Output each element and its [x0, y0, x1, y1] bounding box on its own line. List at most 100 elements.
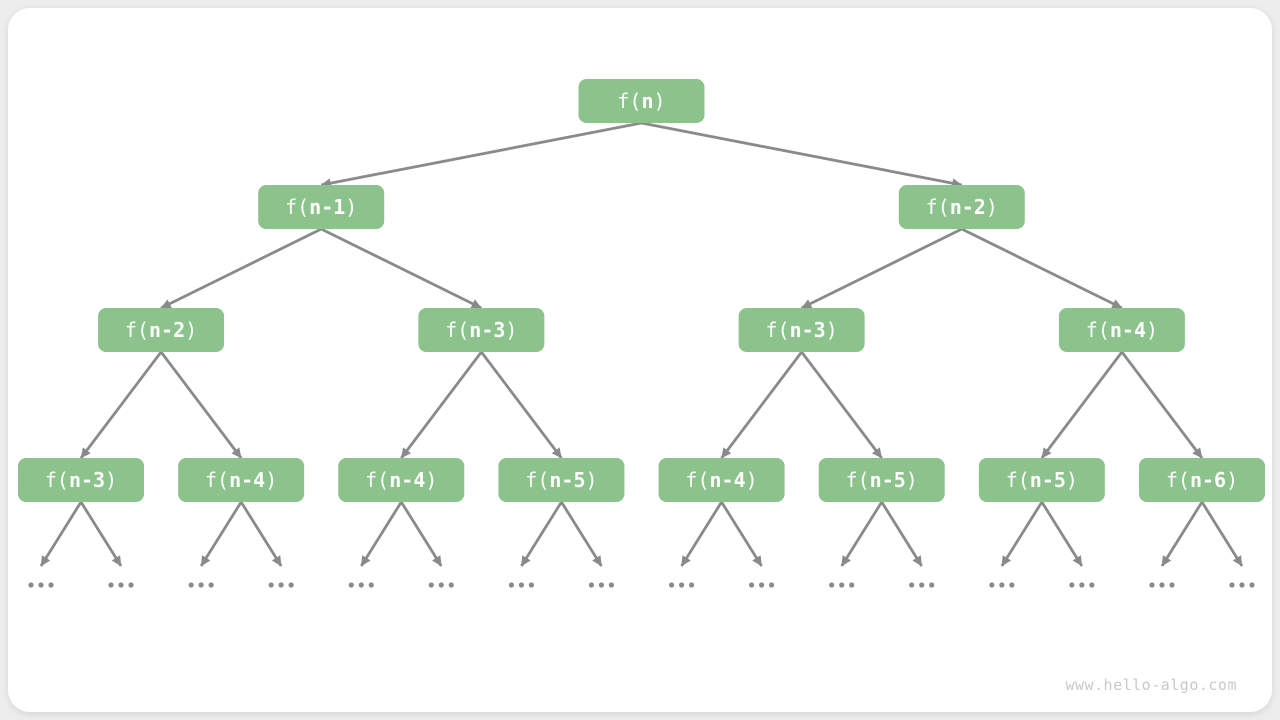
ellipsis-dot [668, 582, 675, 588]
ellipsis-dot [28, 582, 34, 588]
node-box [338, 458, 465, 502]
ellipsis-dot [929, 582, 935, 588]
edge-arrow [1040, 501, 1084, 567]
node-box [898, 185, 1025, 229]
edge-arrow [801, 227, 963, 310]
node-box [498, 458, 625, 502]
ellipsis-dot [688, 582, 695, 588]
node-label: f(n-5) [525, 468, 597, 492]
ellipsis-dot [108, 582, 114, 588]
ellipsis-dot [678, 582, 685, 588]
watermark: www.hello-algo.com [1065, 676, 1237, 694]
edge-arrow [320, 227, 482, 310]
edge-arrow [320, 121, 642, 189]
ellipsis-dot [1149, 582, 1155, 588]
node-box [18, 458, 144, 502]
ellipsis-dot [919, 582, 925, 588]
edge-arrow [720, 351, 803, 459]
ellipsis-dot [428, 582, 434, 588]
ellipsis-dot [758, 582, 765, 588]
ellipsis-dot [128, 582, 134, 588]
ellipsis-dot [368, 582, 374, 588]
edge-arrow [39, 501, 83, 567]
ellipsis-dot [508, 582, 515, 588]
node-box [258, 185, 385, 229]
ellipsis-dot [268, 582, 274, 588]
ellipsis-dot [1239, 582, 1245, 588]
ellipsis [668, 582, 695, 588]
ellipsis-dot [1249, 582, 1255, 588]
ellipsis-dot [839, 582, 845, 588]
tree-node: f(n-5) [498, 458, 625, 502]
edge-arrow [1200, 501, 1244, 567]
edge-arrow [520, 501, 563, 567]
ellipsis [108, 582, 134, 588]
ellipsis-dot [999, 582, 1005, 588]
node-label: f(n-5) [1006, 468, 1078, 492]
edge-arrow [961, 227, 1123, 310]
ellipsis-dot [1229, 582, 1235, 588]
node-label: f(n-3) [45, 468, 117, 492]
edge-arrow [1160, 501, 1204, 567]
tree-node: f(n-2) [98, 308, 225, 352]
tree-node: f(n) [578, 79, 705, 123]
ellipsis-dot [188, 582, 194, 588]
ellipsis [1069, 582, 1095, 588]
ellipsis-dot [1079, 582, 1085, 588]
tree-node: f(n-4) [338, 458, 465, 502]
tree-node: f(n-3) [738, 308, 865, 352]
ellipsis-dot [528, 582, 535, 588]
node-box [98, 308, 225, 352]
ellipsis [748, 582, 775, 588]
diagram-card [8, 8, 1272, 712]
ellipsis-dot [208, 582, 214, 588]
node-box [1058, 308, 1185, 352]
nodes-layer: f(n-3) f(n-4) f(n-2) f(n-4) f(n-5) f(n-3) f(n-… [18, 79, 1265, 502]
node-label: f(n-6) [1166, 468, 1238, 492]
edge-arrow [1120, 351, 1204, 459]
node-label: f(n) [617, 89, 665, 113]
ellipsis [909, 582, 935, 588]
node-label: f(n-3) [765, 318, 837, 342]
ellipsis-dot [38, 582, 44, 588]
tree-node: f(n-6) [1138, 458, 1265, 502]
ellipsis [508, 582, 535, 588]
node-box [818, 458, 945, 502]
edge-arrow [720, 501, 763, 567]
node-box [1138, 458, 1265, 502]
node-label: f(n-4) [365, 468, 437, 492]
ellipsis-dot [909, 582, 915, 588]
ellipsis [1229, 582, 1255, 588]
edges-layer [39, 121, 1244, 567]
ellipsis [188, 582, 214, 588]
ellipsis-dot [1159, 582, 1165, 588]
node-box [658, 458, 785, 502]
tree-node: f(n-5) [978, 458, 1105, 502]
node-box [418, 308, 545, 352]
ellipsis-dot [1169, 582, 1175, 588]
ellipsis-dot [348, 582, 354, 588]
ellipsis-dot [288, 582, 294, 588]
edge-arrow [239, 501, 283, 567]
node-label: f(n-2) [926, 195, 998, 219]
edge-arrow [199, 501, 243, 567]
node-box [978, 458, 1105, 502]
ellipsis-dot [448, 582, 454, 588]
edge-arrow [560, 501, 603, 567]
dots-layer [28, 582, 1255, 588]
edge-arrow [400, 501, 443, 567]
node-label: f(n-1) [285, 195, 357, 219]
tree-node: f(n-3) [18, 458, 144, 502]
ellipsis-dot [989, 582, 995, 588]
edge-arrow [1040, 351, 1124, 459]
ellipsis [989, 582, 1015, 588]
ellipsis [428, 582, 454, 588]
ellipsis [268, 582, 294, 588]
edge-arrow [800, 351, 883, 459]
ellipsis-dot [849, 582, 855, 588]
tree-node: f(n-4) [178, 458, 305, 502]
tree-node: f(n-4) [1058, 308, 1185, 352]
edge-arrow [880, 501, 923, 567]
